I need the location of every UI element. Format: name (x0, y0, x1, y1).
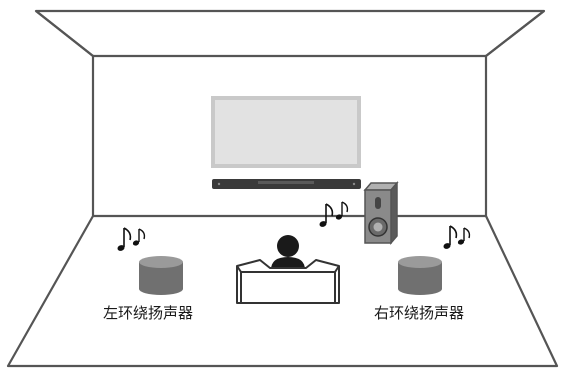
soundbar (212, 179, 361, 189)
music-note-icon (319, 201, 349, 227)
room-edge-top-right (485, 10, 545, 57)
left-surround-speaker (139, 256, 183, 295)
person (271, 235, 305, 270)
left-surround-speaker-label: 左环绕扬声器 (103, 304, 194, 322)
subwoofer (363, 180, 399, 246)
tv (211, 96, 361, 168)
music-note-icon (443, 225, 471, 249)
music-note-icon (117, 227, 146, 251)
tv-frame (211, 96, 361, 168)
sofa (236, 259, 340, 304)
right-surround-speaker-label: 右环绕扬声器 (374, 304, 465, 322)
note-sub-1 (319, 203, 334, 227)
room-edge-top-left (35, 10, 94, 57)
right-surround-speaker (398, 256, 442, 295)
note-sub-2 (335, 201, 349, 220)
room (6, 9, 559, 368)
